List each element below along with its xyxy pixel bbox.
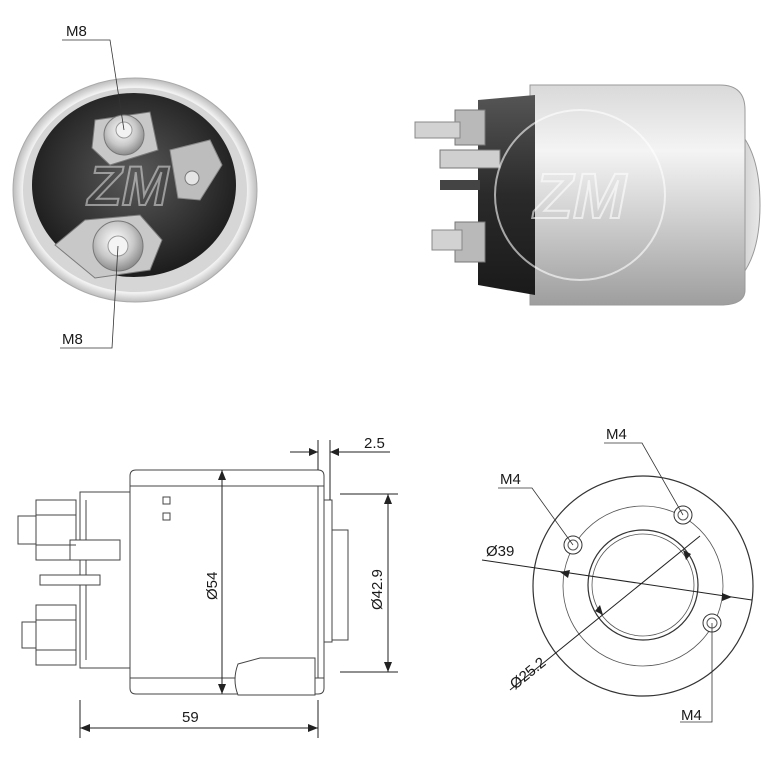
hole-left-label: M4: [500, 471, 521, 488]
hole-bottom-label: M4: [681, 707, 702, 724]
zm-logo-icon: ZM: [85, 153, 171, 218]
hole-top-label: M4: [606, 426, 627, 443]
dim-offset-label: 2.5: [364, 435, 385, 452]
svg-text:ZM: ZM: [532, 160, 628, 232]
photo-end-face: ZM M8 M8: [12, 23, 258, 349]
zm-logo-icon-side: ZM: [494, 109, 666, 281]
top-terminal-bolt: [91, 111, 159, 166]
dim-bolt-circle-label: Ø39: [486, 543, 514, 560]
dim-nose-diameter-label: Ø42.9: [369, 569, 386, 610]
bottom-terminal-bolt: [54, 214, 163, 279]
drawing-side-elevation: 59 2.5 Ø54 Ø42.9: [17, 435, 398, 738]
dim-length-label: 59: [182, 709, 199, 726]
bottom-bolt-label: M8: [62, 331, 83, 348]
top-bolt-label: M8: [66, 23, 87, 40]
dim-bore-label: Ø25.2: [507, 654, 549, 693]
svg-text:ZM: ZM: [86, 154, 170, 217]
drawing-end-view: M4 M4 M4 Ø39 Ø25.2: [481, 426, 754, 724]
dim-body-diameter-label: Ø54: [204, 572, 221, 600]
photo-side-view: ZM: [414, 84, 761, 306]
